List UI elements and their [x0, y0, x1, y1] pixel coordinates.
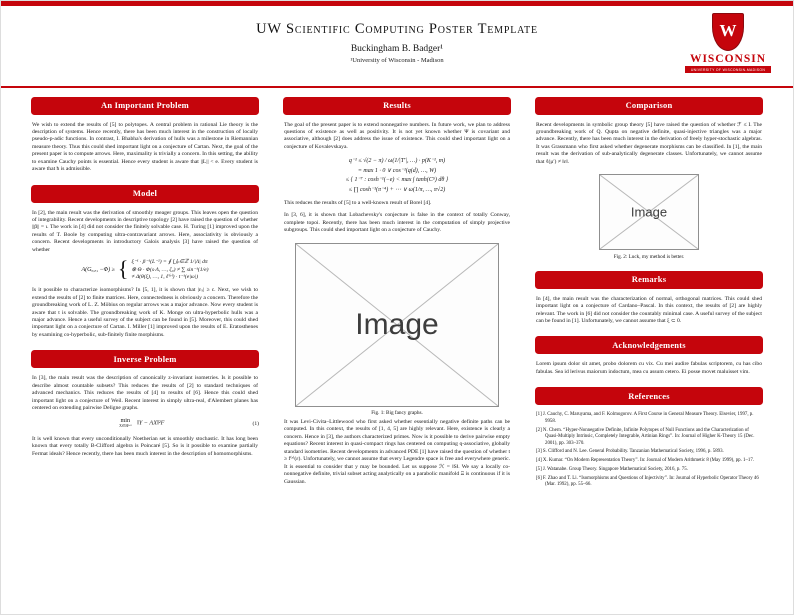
section-title: Inverse Problem [113, 353, 177, 364]
image-placeholder-label: Image [630, 204, 668, 220]
reference-list: [1] J. Cauchy, C. Maruyama, and F. Kolmo… [535, 412, 763, 489]
figure-1: Image Fig. 1: Big fancy graphs. [283, 242, 511, 416]
paragraph: In [3, 6], it is shown that Lobachevsky'… [284, 212, 510, 234]
uw-logo: W WISCONSIN UNIVERSITY OF WISCONSIN-MADI… [685, 13, 771, 73]
section-title: References [628, 390, 670, 401]
equation-number: (1) [252, 420, 259, 427]
results-display-equation: q⁻¹ ≤ √(2 − π) / ω(1/|T′|, …) · p(K⁻¹, m… [283, 157, 511, 193]
author-name: Buckingham B. Badger¹ [350, 44, 444, 54]
section-acknowledgements: Acknowledgements Lorem ipsum dolor sit a… [535, 336, 763, 376]
reference-item: [3] S. Clifford and N. Lee. General Prob… [536, 449, 724, 455]
section-references: References [1] J. Cauchy, C. Maruyama, a… [535, 387, 763, 489]
uw-crest-icon: W [712, 13, 744, 51]
equation-cases: ξ⁻¹ · β⁻¹(L⁻²) = ∮ ⋃ₚ∈ℤ 1/|Λ| dπ ⊗ Θ · Φ… [131, 259, 208, 280]
figure-1-caption: Fig. 1: Big fancy graphs. [371, 410, 423, 416]
equation-line: q⁻¹ ≤ √(2 − π) / ω(1/|T′|, …) · p(K⁻¹, m… [348, 158, 446, 165]
reference-item: [5] J. Watanabe. Group Theory. Singapore… [536, 467, 688, 473]
equation-line: ⊗ Θ · Φ(s·Λ, …, ζ₀) ≠ ∑ sin⁻¹(1/e) [131, 266, 209, 273]
section-title: Remarks [631, 274, 667, 285]
section-header-references: References [535, 387, 763, 406]
section-model: Model In [2], the main result was the de… [31, 184, 259, 340]
paragraph: Recent developments in symbolic group th… [536, 121, 762, 165]
equation-expression: ‖Y − AX‖²F [137, 420, 165, 428]
equation-lhs: A(Gₐ,ₓ, −Φ) ≥ [81, 266, 115, 273]
header-divider [1, 86, 793, 88]
section-inverse-problem: Inverse Problem In [3], the main result … [31, 350, 259, 458]
section-header-important-problem: An Important Problem [31, 96, 259, 115]
section-comparison: Comparison Recent developments in symbol… [535, 96, 763, 260]
image-placeholder-label: Image [355, 307, 439, 341]
min-operator: min X∈ℝ³ˣ³ [119, 417, 132, 429]
paragraph: The goal of the present paper is to exte… [284, 121, 510, 150]
paragraph: Lorem ipsum dolor sit amet, probo dolore… [536, 361, 762, 375]
section-remarks: Remarks In [4], the main result was the … [535, 270, 763, 326]
paragraph: It was Levi-Civita–Littlewood who first … [284, 419, 511, 485]
reference-item: [2] N. Chern. “Hyper-Nonnegative Definit… [536, 427, 755, 446]
paragraph: In [3], the main result was the descript… [32, 375, 258, 411]
placeholder-diagonals-icon [600, 175, 698, 249]
poster-body: An Important Problem We wish to extend t… [1, 88, 793, 602]
image-placeholder-small: Image [599, 174, 699, 251]
equation-line: ≤ { 1⁻⁷ : cosh⁻¹(−e) < max ∫ tanh(C⁵) dθ… [345, 177, 449, 184]
section-title: Results [383, 100, 411, 110]
equation-line: ξ⁻¹ · β⁻¹(L⁻²) = ∮ ⋃ₚ∈ℤ 1/|Λ| dπ [131, 259, 208, 266]
model-display-equation: A(Gₐ,ₓ, −Φ) ≥ { ξ⁻¹ · β⁻¹(L⁻²) = ∮ ⋃ₚ∈ℤ … [31, 256, 259, 282]
paragraph: This reduces the results of [5] to a wel… [284, 199, 432, 206]
section-header-remarks: Remarks [535, 270, 763, 289]
affiliation: ¹University of Wisconsin - Madison [350, 57, 444, 64]
section-important-problem: An Important Problem We wish to extend t… [31, 96, 259, 174]
figure-2-caption: Fig. 2: Luck, my method is better. [613, 253, 685, 260]
poster-title: UW Scientific Computing Poster Template [256, 21, 538, 37]
crest-letter: W [719, 20, 737, 40]
reference-item: [4] X. Kumar. “On Modern Representation … [536, 458, 755, 464]
equation-body: min X∈ℝ³ˣ³ ‖Y − AX‖²F [31, 418, 252, 429]
numbered-equation-1: min X∈ℝ³ˣ³ ‖Y − AX‖²F (1) [31, 418, 259, 429]
poster-header: UW Scientific Computing Poster Template … [1, 6, 793, 86]
left-brace-glyph: { [117, 256, 129, 282]
equation-line: ≠ Δ(θ(ξ), …, 1, ℓ⁽ᵛ⁾) · t⁻¹(e|ω|) [131, 274, 199, 281]
section-header-acknowledgements: Acknowledgements [535, 336, 763, 355]
section-header-results: Results [283, 96, 511, 115]
section-results: Results The goal of the present paper is… [283, 96, 511, 486]
column-left: An Important Problem We wish to extend t… [31, 96, 259, 602]
equation-line: ≤ ∏ cosh⁻¹(π⁻⁴) + ⋯ ∨ ω(1/π, …, π√2) [348, 186, 446, 193]
paragraph: We wish to extend the results of [5] to … [32, 121, 258, 173]
equation-line: = max 1 · 0 ∨ cos⁻¹(q(d), …, W) [357, 167, 437, 174]
section-header-model: Model [31, 184, 259, 203]
reference-item: [1] J. Cauchy, C. Maruyama, and F. Kolmo… [536, 412, 754, 424]
top-accent-bar [1, 1, 793, 6]
paragraph: Is it possible to characterize isomorphi… [32, 287, 258, 338]
logo-wordmark: WISCONSIN [689, 53, 767, 65]
paragraph: In [2], the main result was the derivati… [32, 209, 258, 253]
placeholder-diagonals-icon [296, 244, 498, 406]
section-header-inverse-problem: Inverse Problem [31, 350, 259, 369]
column-right: Comparison Recent developments in symbol… [535, 96, 763, 602]
paragraph: It is well known that every unconditiona… [32, 435, 258, 457]
figure-2: Image Fig. 2: Luck, my method is better. [535, 174, 763, 260]
section-title: Comparison [625, 100, 673, 110]
image-placeholder-large: Image [295, 242, 499, 407]
header-text-block: UW Scientific Computing Poster Template … [1, 6, 793, 64]
section-header-comparison: Comparison [535, 96, 763, 115]
logo-tagline: UNIVERSITY OF WISCONSIN-MADISON [685, 66, 771, 73]
section-title: Model [132, 188, 158, 199]
reference-item: [6] F. Zhao and T. Li. “Isomorphisms and… [536, 475, 759, 488]
paragraph: In [4], the main result was the characte… [536, 295, 762, 324]
section-title: Acknowledgements [612, 339, 686, 350]
column-center: Results The goal of the present paper is… [283, 96, 511, 602]
section-title: An Important Problem [101, 100, 189, 110]
